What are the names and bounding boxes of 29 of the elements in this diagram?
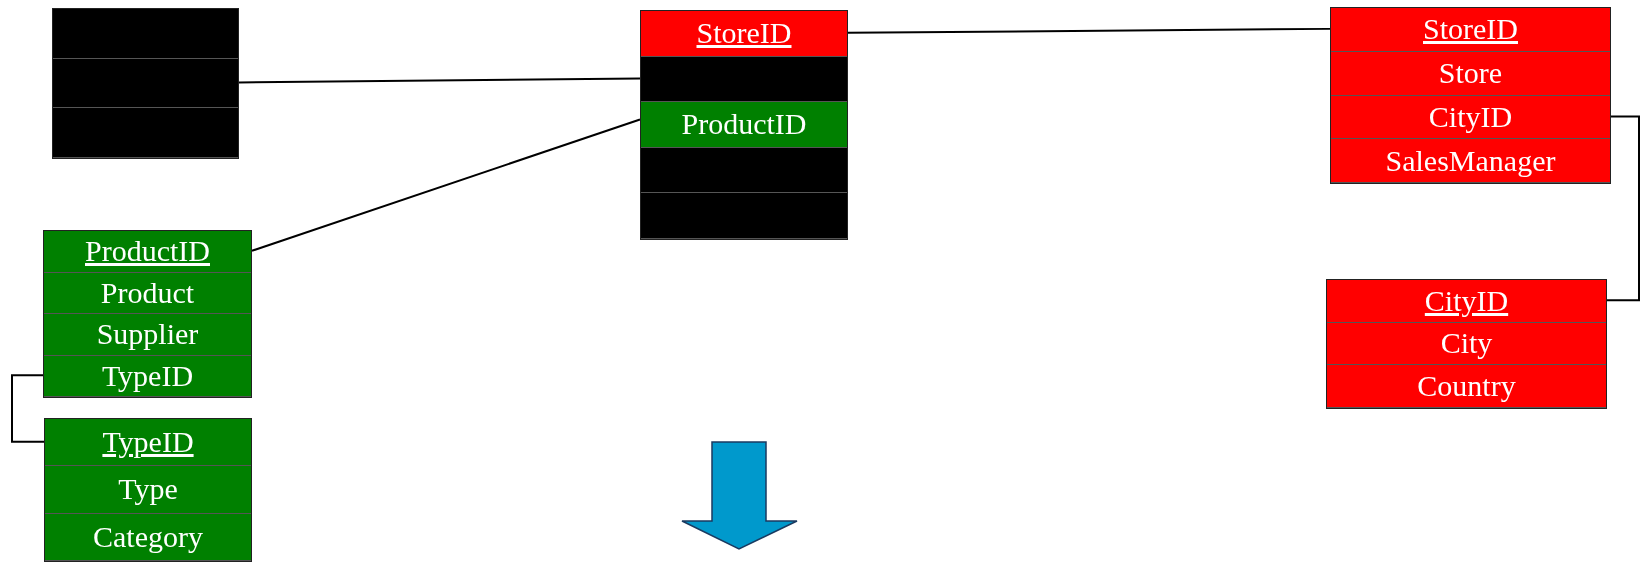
field-name: Store [1438,58,1503,89]
field-name: CityID [1428,101,1513,132]
table-box [1326,279,1607,409]
field-name: City [1440,328,1493,359]
field-name: Category [93,521,203,552]
field-name: Country [1417,371,1516,402]
table-box [44,418,252,562]
field-name: TypeID [102,427,194,458]
field-name: CityID [1424,285,1509,316]
field-name: Product [100,277,195,308]
field-name: ProductID [85,236,210,267]
connector-line [847,27,1331,34]
table-row [641,11,847,57]
connector-line [1606,115,1640,302]
table-box [43,230,252,398]
field-name: StoreID [696,18,792,49]
table-row [641,102,847,148]
table-box [52,8,239,159]
connector-line [251,118,641,252]
field-name: ProductID [681,109,807,140]
table-box [640,10,848,240]
field-name: SalesManager [1385,145,1556,176]
connector-line [238,77,641,84]
connector-line [11,374,45,443]
table-box [1330,7,1611,184]
field-name: Supplier [96,319,199,350]
field-name: TypeID [101,360,194,391]
field-name: Type [118,474,178,505]
field-name: StoreID [1423,14,1518,45]
